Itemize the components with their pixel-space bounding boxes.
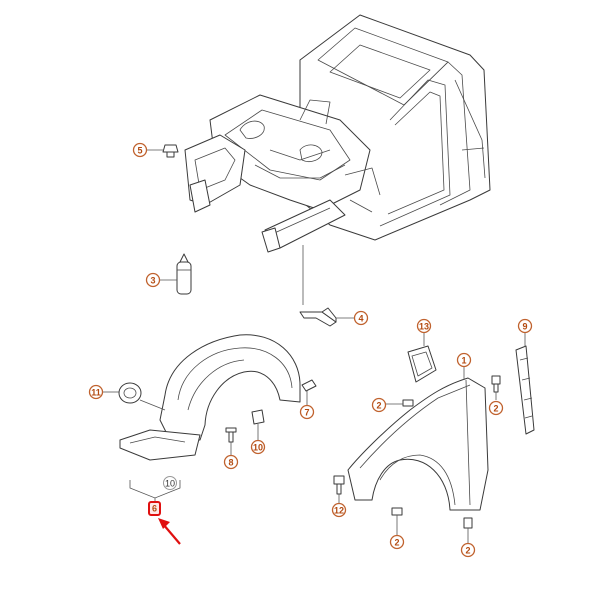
front-fender-part-1 [347,377,489,511]
callout-2-d: 2 [460,542,476,558]
svg-text:12: 12 [334,505,344,515]
bolt-part-2-c [391,507,403,516]
clip-part-10-upper [251,409,265,425]
svg-text:9: 9 [522,321,527,331]
svg-text:4: 4 [358,313,363,323]
callout-7: 7 [299,404,315,420]
callout-2-c: 2 [389,534,405,550]
bolt-part-2-a [402,399,414,407]
callout-11: 11 [88,384,104,400]
callout-2-a: 2 [371,397,387,413]
svg-text:2: 2 [394,537,399,547]
clip-part-7 [301,379,317,392]
svg-text:10: 10 [253,442,263,452]
svg-text:6: 6 [152,504,157,514]
car-body-structure [184,14,491,253]
svg-text:2: 2 [465,545,470,555]
svg-text:13: 13 [419,321,429,331]
bolt-part-2-d [463,517,473,529]
bracket-part-9 [515,345,535,435]
screw-part-8 [225,427,237,443]
bolt-part-12 [333,475,345,495]
callout-13: 13 [416,318,432,334]
callout-5: 5 [132,142,148,158]
clip-part-5 [162,144,179,158]
callout-9: 9 [517,318,533,334]
callout-2-b: 2 [488,400,504,416]
callout-10-lower: 10 [163,476,177,490]
bracket-part-4 [299,307,337,327]
svg-text:3: 3 [150,275,155,285]
sealant-bottle-part-3 [176,253,192,295]
callout-6-highlighted: 6 [148,501,161,516]
svg-text:1: 1 [461,355,466,365]
svg-text:10: 10 [165,478,175,488]
callout-3: 3 [145,272,161,288]
svg-text:8: 8 [228,457,233,467]
callout-4: 4 [353,310,369,326]
wheel-housing-liner [119,334,301,461]
svg-text:2: 2 [493,403,498,413]
callout-1: 1 [456,352,472,368]
callout-8: 8 [223,454,239,470]
svg-text:7: 7 [304,407,309,417]
red-pointer-arrow-icon [158,518,181,545]
svg-text:5: 5 [137,145,142,155]
callout-10-upper: 10 [250,439,266,455]
svg-text:2: 2 [376,400,381,410]
grommet-part-11 [118,382,142,404]
callout-12: 12 [331,502,347,518]
panel-part-13 [407,345,437,383]
bolt-part-2-b [491,375,501,393]
svg-text:11: 11 [91,387,101,397]
